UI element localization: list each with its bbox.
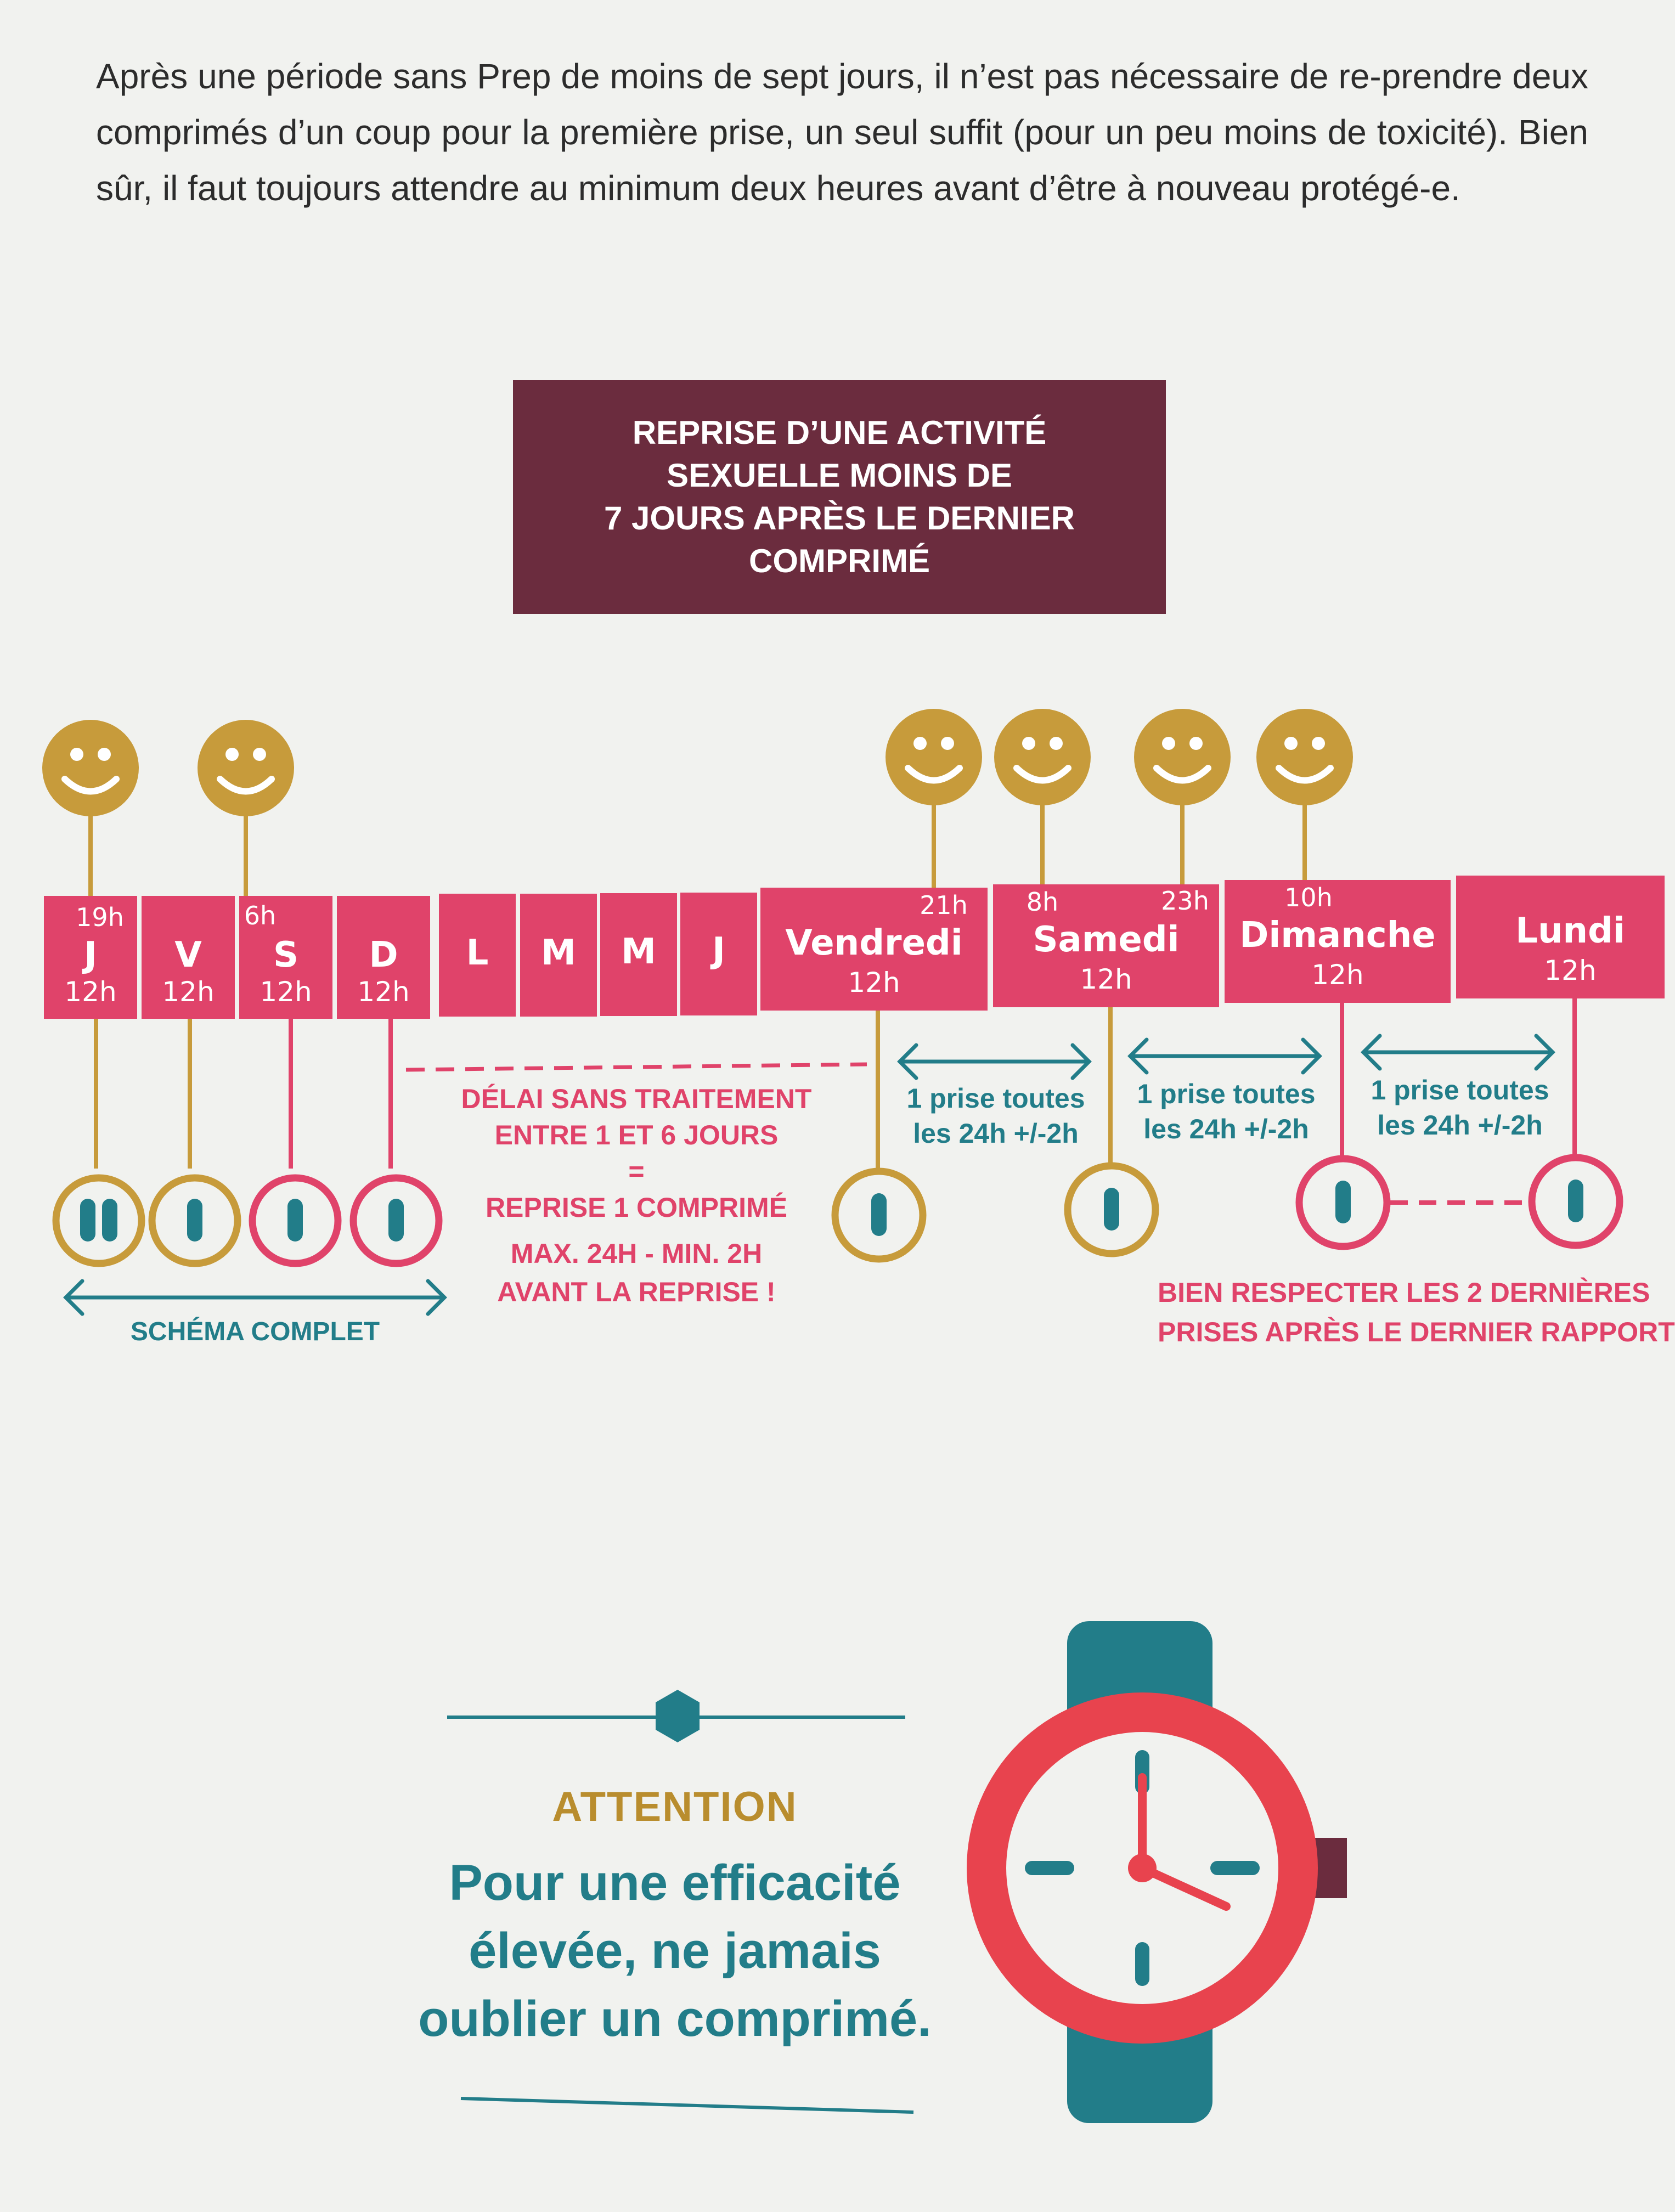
interval-label: 1 prise toutes les 24h +/-2h bbox=[906, 1083, 1085, 1149]
day-label: L bbox=[466, 933, 489, 973]
dose-stems bbox=[94, 998, 1577, 1169]
dose-time: 12h bbox=[1544, 955, 1596, 986]
attention-title: ATTENTION bbox=[552, 1784, 798, 1830]
pill-icon bbox=[831, 1167, 927, 1263]
dose-time: 12h bbox=[357, 976, 409, 1008]
double-arrow-icon bbox=[63, 1279, 447, 1316]
gap-explanation: DÉLAI SANS TRAITEMENT ENTRE 1 ET 6 JOURS… bbox=[461, 1084, 812, 1223]
interval-label: 1 prise toutes les 24h +/-2h bbox=[1137, 1079, 1316, 1144]
pill-icon bbox=[249, 1174, 342, 1267]
gap-window-note: MAX. 24H - MIN. 2H AVANT LA REPRISE ! bbox=[497, 1238, 776, 1307]
day-label: D bbox=[369, 935, 398, 975]
day-cell bbox=[337, 896, 430, 1019]
pill-icon bbox=[1528, 1154, 1623, 1249]
hexagon-icon bbox=[656, 1690, 700, 1742]
day-label: J bbox=[710, 930, 725, 971]
day-label: M bbox=[621, 932, 656, 972]
schema-complet-label: SCHÉMA COMPLET bbox=[130, 1317, 380, 1346]
smiley-icon bbox=[1134, 709, 1231, 805]
day-cell bbox=[1225, 880, 1451, 1003]
day-label: V bbox=[174, 935, 202, 975]
dose-time: 12h bbox=[1311, 959, 1363, 991]
double-arrow-icon bbox=[1361, 1034, 1555, 1071]
day-cell bbox=[600, 893, 677, 1016]
watch-icon bbox=[967, 1621, 1347, 2123]
intercourse-time: 8h bbox=[1027, 887, 1058, 917]
day-cell bbox=[680, 893, 757, 1015]
diagram-title: REPRISE D’UNE ACTIVITÉ SEXUELLE MOINS DE… bbox=[513, 380, 1166, 614]
dose-time: 12h bbox=[260, 976, 312, 1008]
smiley-stems bbox=[88, 790, 1307, 900]
attention-message: Pour une efficacité élevée, ne jamais ou… bbox=[418, 1855, 932, 2047]
intercourse-time: 21h bbox=[920, 890, 968, 920]
intercourse-time: 6h bbox=[244, 901, 276, 930]
dose-time: 12h bbox=[1080, 963, 1132, 995]
smiley-icon bbox=[198, 720, 294, 816]
dose-time: 12h bbox=[64, 976, 116, 1008]
intercourse-time: 19h bbox=[76, 902, 124, 932]
day-cell bbox=[44, 896, 137, 1019]
day-cell bbox=[142, 896, 235, 1019]
double-arrow-icon bbox=[1127, 1037, 1322, 1075]
day-label: Dimanche bbox=[1239, 915, 1435, 956]
smiley-icon bbox=[1256, 709, 1353, 805]
pill-icon bbox=[349, 1174, 443, 1267]
day-label: Lundi bbox=[1515, 911, 1625, 951]
day-cell bbox=[439, 894, 516, 1017]
last-doses-note: BIEN RESPECTER LES 2 DERNIÈRES PRISES AP… bbox=[1158, 1277, 1675, 1347]
pill-icon bbox=[52, 1174, 145, 1267]
day-label: Samedi bbox=[1033, 919, 1179, 960]
dose-time: 12h bbox=[162, 976, 214, 1008]
day-cell bbox=[1456, 876, 1665, 998]
gap-dashed-line bbox=[405, 1062, 867, 1072]
smiley-icon bbox=[886, 709, 982, 805]
day-cells bbox=[44, 876, 1665, 1019]
pill-icon bbox=[148, 1174, 241, 1267]
day-label: J bbox=[82, 935, 97, 975]
day-label: Vendredi bbox=[785, 923, 963, 963]
pill-icon bbox=[1295, 1155, 1391, 1250]
interval-label: 1 prise toutes les 24h +/-2h bbox=[1371, 1075, 1549, 1141]
smiley-icon bbox=[994, 709, 1091, 805]
intro-paragraph: Après une période sans Prep de moins de … bbox=[96, 57, 1588, 208]
intercourse-time: 23h bbox=[1161, 886, 1209, 916]
day-cell bbox=[239, 896, 332, 1019]
day-cell bbox=[760, 888, 988, 1011]
day-label: S bbox=[273, 935, 298, 975]
intercourse-time: 10h bbox=[1284, 883, 1333, 912]
day-cell bbox=[993, 884, 1219, 1007]
attention-bottom-line bbox=[460, 2097, 914, 2114]
day-label: M bbox=[541, 933, 576, 973]
pill-icon bbox=[1064, 1162, 1159, 1257]
smiley-icon bbox=[42, 720, 139, 816]
double-arrow-icon bbox=[897, 1043, 1092, 1080]
day-cell bbox=[520, 894, 597, 1017]
dose-time: 12h bbox=[848, 967, 900, 998]
